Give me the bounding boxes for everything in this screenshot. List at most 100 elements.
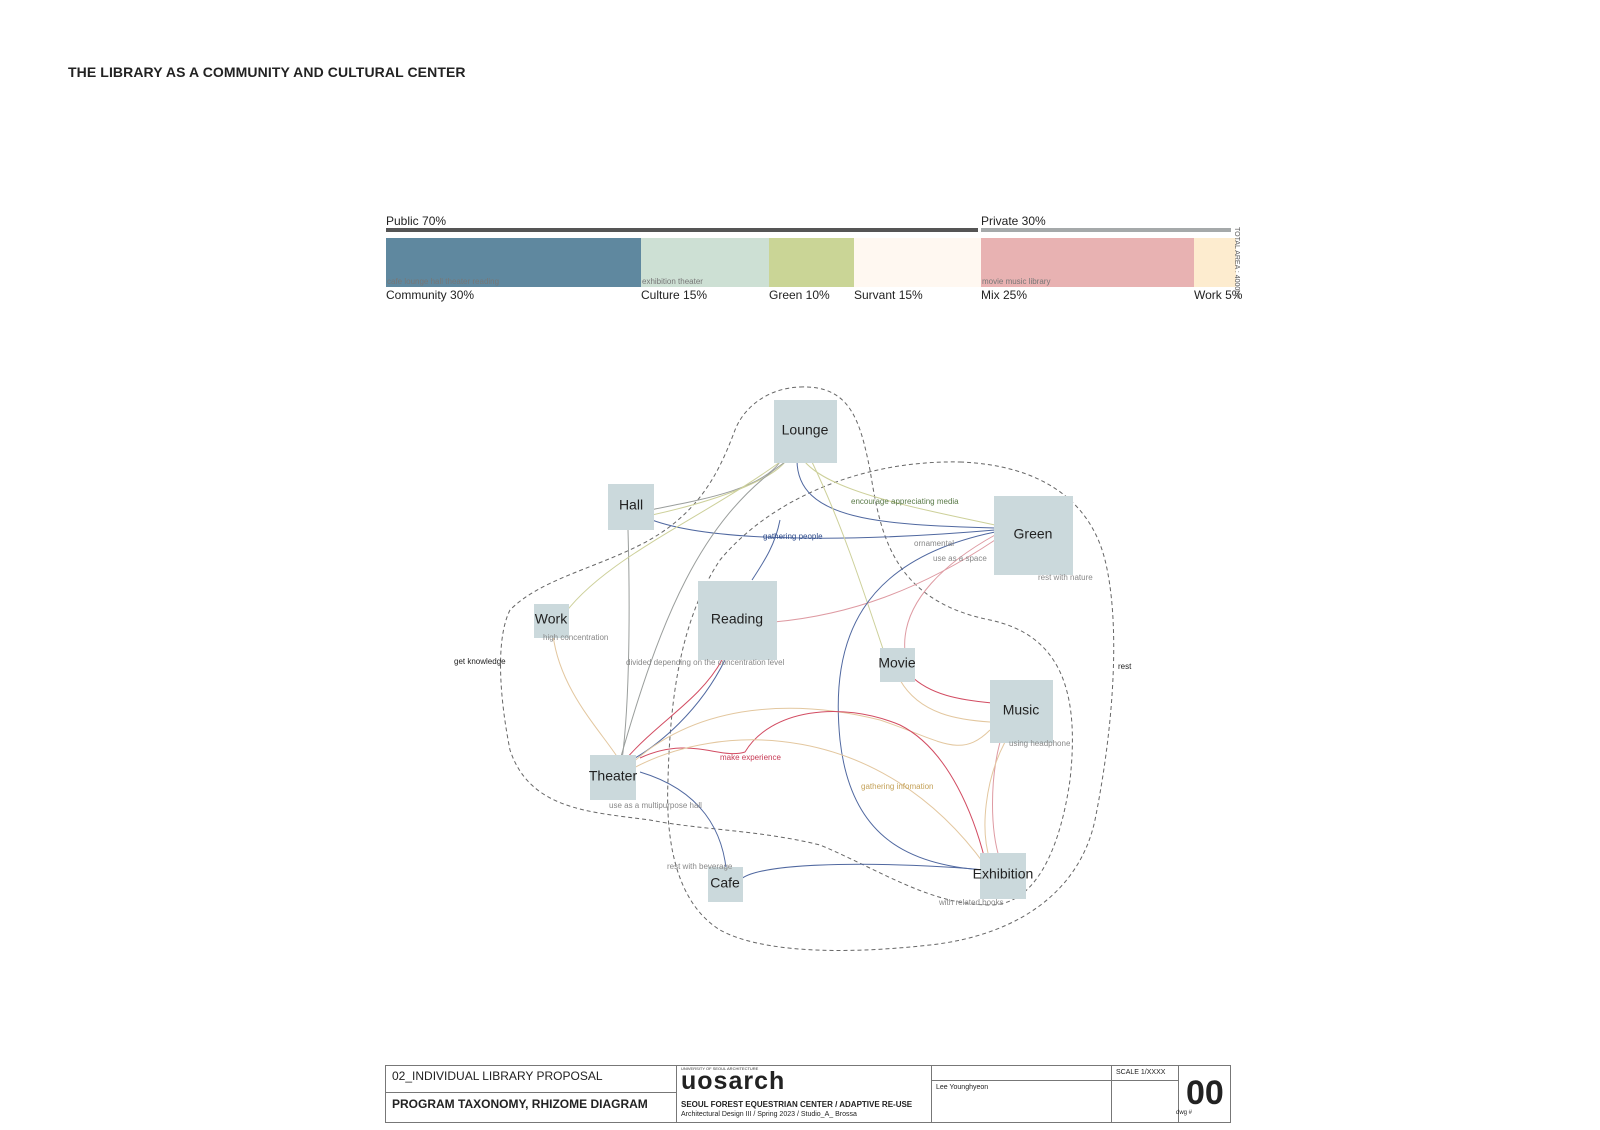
connections xyxy=(552,459,1006,881)
node-lounge-label: Lounge xyxy=(782,422,829,438)
node-hall-label: Hall xyxy=(619,497,643,513)
course-info: Architectural Design III / Spring 2023 /… xyxy=(681,1111,857,1118)
page-title: THE LIBRARY AS A COMMUNITY AND CULTURAL … xyxy=(68,64,466,80)
note-get-knowledge: get knowledge xyxy=(454,657,506,666)
link-hall-lounge-2 xyxy=(651,461,786,516)
note-gathering-people: gathering people xyxy=(763,532,823,541)
boundary-community xyxy=(500,386,1073,906)
link-lounge-movie xyxy=(811,461,886,656)
note-rest: rest xyxy=(1118,662,1132,671)
note-using-headphone: using headphone xyxy=(1009,739,1071,748)
node-theater-label: Theater xyxy=(589,768,638,784)
note-make-experience: make experience xyxy=(720,753,781,762)
segment-work xyxy=(1194,238,1236,287)
node-theater-box xyxy=(590,755,636,800)
link-movie-green xyxy=(904,534,996,653)
segment-community-label: Community 30% xyxy=(386,288,475,302)
node-music-label: Music xyxy=(1003,702,1040,718)
link-hall-theater xyxy=(621,529,630,761)
uosarch-logo: uosarch xyxy=(681,1067,786,1095)
note-rest-with-nature: rest with nature xyxy=(1038,573,1093,582)
segment-mix-label: Mix 25% xyxy=(981,288,1028,302)
node-exhibition-label: Exhibition xyxy=(973,866,1034,882)
node-work-box xyxy=(534,604,569,638)
segment-green-label: Green 10% xyxy=(769,288,830,302)
author-name: Lee Younghyeon xyxy=(936,1084,989,1091)
divider xyxy=(386,1092,676,1093)
link-reading-theater xyxy=(627,659,726,763)
link-theater-music xyxy=(629,707,991,766)
segment-survant xyxy=(854,238,981,287)
link-music-exhibition-tan xyxy=(984,741,1006,861)
site-name: SEOUL FOREST EQUESTRIAN CENTER / ADAPTIV… xyxy=(681,1100,913,1109)
link-movie-music-tan xyxy=(899,679,991,723)
drawing-title: PROGRAM TAXONOMY, RHIZOME DIAGRAM xyxy=(392,1097,648,1111)
public-label: Public 70% xyxy=(386,214,447,228)
segment-mix-note: movie music library xyxy=(982,277,1051,286)
link-hall-reading xyxy=(751,519,781,581)
divider xyxy=(1111,1066,1112,1122)
node-exhibition-box xyxy=(980,853,1026,899)
node-hall-box xyxy=(608,484,654,530)
node-cafe-label: Cafe xyxy=(710,875,740,891)
public-rule xyxy=(386,228,978,232)
node-green-label: Green xyxy=(1014,526,1053,542)
node-reading-box xyxy=(698,581,777,660)
link-hall-green xyxy=(651,519,996,539)
drawing-number: 00 xyxy=(1186,1074,1224,1112)
node-music-box xyxy=(990,680,1053,743)
link-lounge-green-olive xyxy=(804,461,996,526)
segment-culture: exhibition theater xyxy=(641,238,769,287)
note-use-as-space: use as a space xyxy=(933,554,987,563)
scale-label: SCALE 1/XXXX xyxy=(1116,1069,1166,1076)
note-ornamental: ornamental xyxy=(914,539,954,548)
link-cafe-exhibition xyxy=(739,863,986,881)
divider xyxy=(931,1080,1178,1081)
boundary-culture xyxy=(667,461,1115,951)
segment-work-label: Work 5% xyxy=(1194,288,1243,302)
divider xyxy=(931,1066,932,1122)
node-work-label: Work xyxy=(535,611,568,627)
title-block: 02_INDIVIDUAL LIBRARY PROPOSAL PROGRAM T… xyxy=(385,1065,1231,1123)
link-music-exhibition xyxy=(992,741,1001,861)
divider xyxy=(676,1066,677,1122)
link-hall-lounge xyxy=(649,461,781,511)
link-green-exhibition xyxy=(837,531,996,871)
link-theater-exhibition-tan xyxy=(629,739,986,866)
segment-culture-label: Culture 15% xyxy=(641,288,708,302)
segment-community: cafe lounge hall theater reading xyxy=(386,238,641,287)
note-with-related-books: with related books xyxy=(938,898,1003,907)
divider xyxy=(1178,1066,1179,1122)
node-green-box xyxy=(994,496,1073,575)
link-lounge-green xyxy=(796,459,996,529)
logo-subtitle: UNIVERSITY OF SEOUL ARCHITECTURE xyxy=(681,1066,759,1071)
link-reading-green xyxy=(773,539,996,623)
link-lounge-theater xyxy=(619,461,786,761)
note-divided: divided depending on the concentration l… xyxy=(626,658,785,667)
link-lounge-work xyxy=(559,461,781,621)
node-reading-label: Reading xyxy=(711,611,763,627)
segment-community-note: cafe lounge hall theater reading xyxy=(387,277,500,286)
node-lounge-box xyxy=(774,400,837,463)
note-gathering-infomation: gathering infomation xyxy=(861,782,934,791)
segment-culture-note: exhibition theater xyxy=(642,277,703,286)
drawing-number-label: dwg # xyxy=(1176,1110,1193,1116)
project-name: 02_INDIVIDUAL LIBRARY PROPOSAL xyxy=(392,1069,603,1083)
note-multipurpose: use as a multipurpose hall xyxy=(609,801,702,810)
segment-survant-label: Survant 15% xyxy=(854,288,923,302)
segment-green xyxy=(769,238,854,287)
node-cafe-box xyxy=(708,867,743,902)
private-rule xyxy=(981,228,1231,232)
link-work-theater xyxy=(552,634,619,759)
link-theater-exhibition xyxy=(639,710,986,861)
total-area-label: TOTAL AREA : 4000m² xyxy=(1233,227,1240,299)
node-movie-label: Movie xyxy=(878,655,916,671)
link-movie-music xyxy=(909,674,993,704)
note-rest-with-beverage: rest with beverage xyxy=(667,862,733,871)
segment-mix: movie music library xyxy=(981,238,1194,287)
link-reading-theater-red xyxy=(624,659,723,761)
node-movie-box xyxy=(880,648,915,682)
link-theater-cafe xyxy=(639,771,728,881)
note-encourage: encourage appreciating media xyxy=(851,497,959,506)
